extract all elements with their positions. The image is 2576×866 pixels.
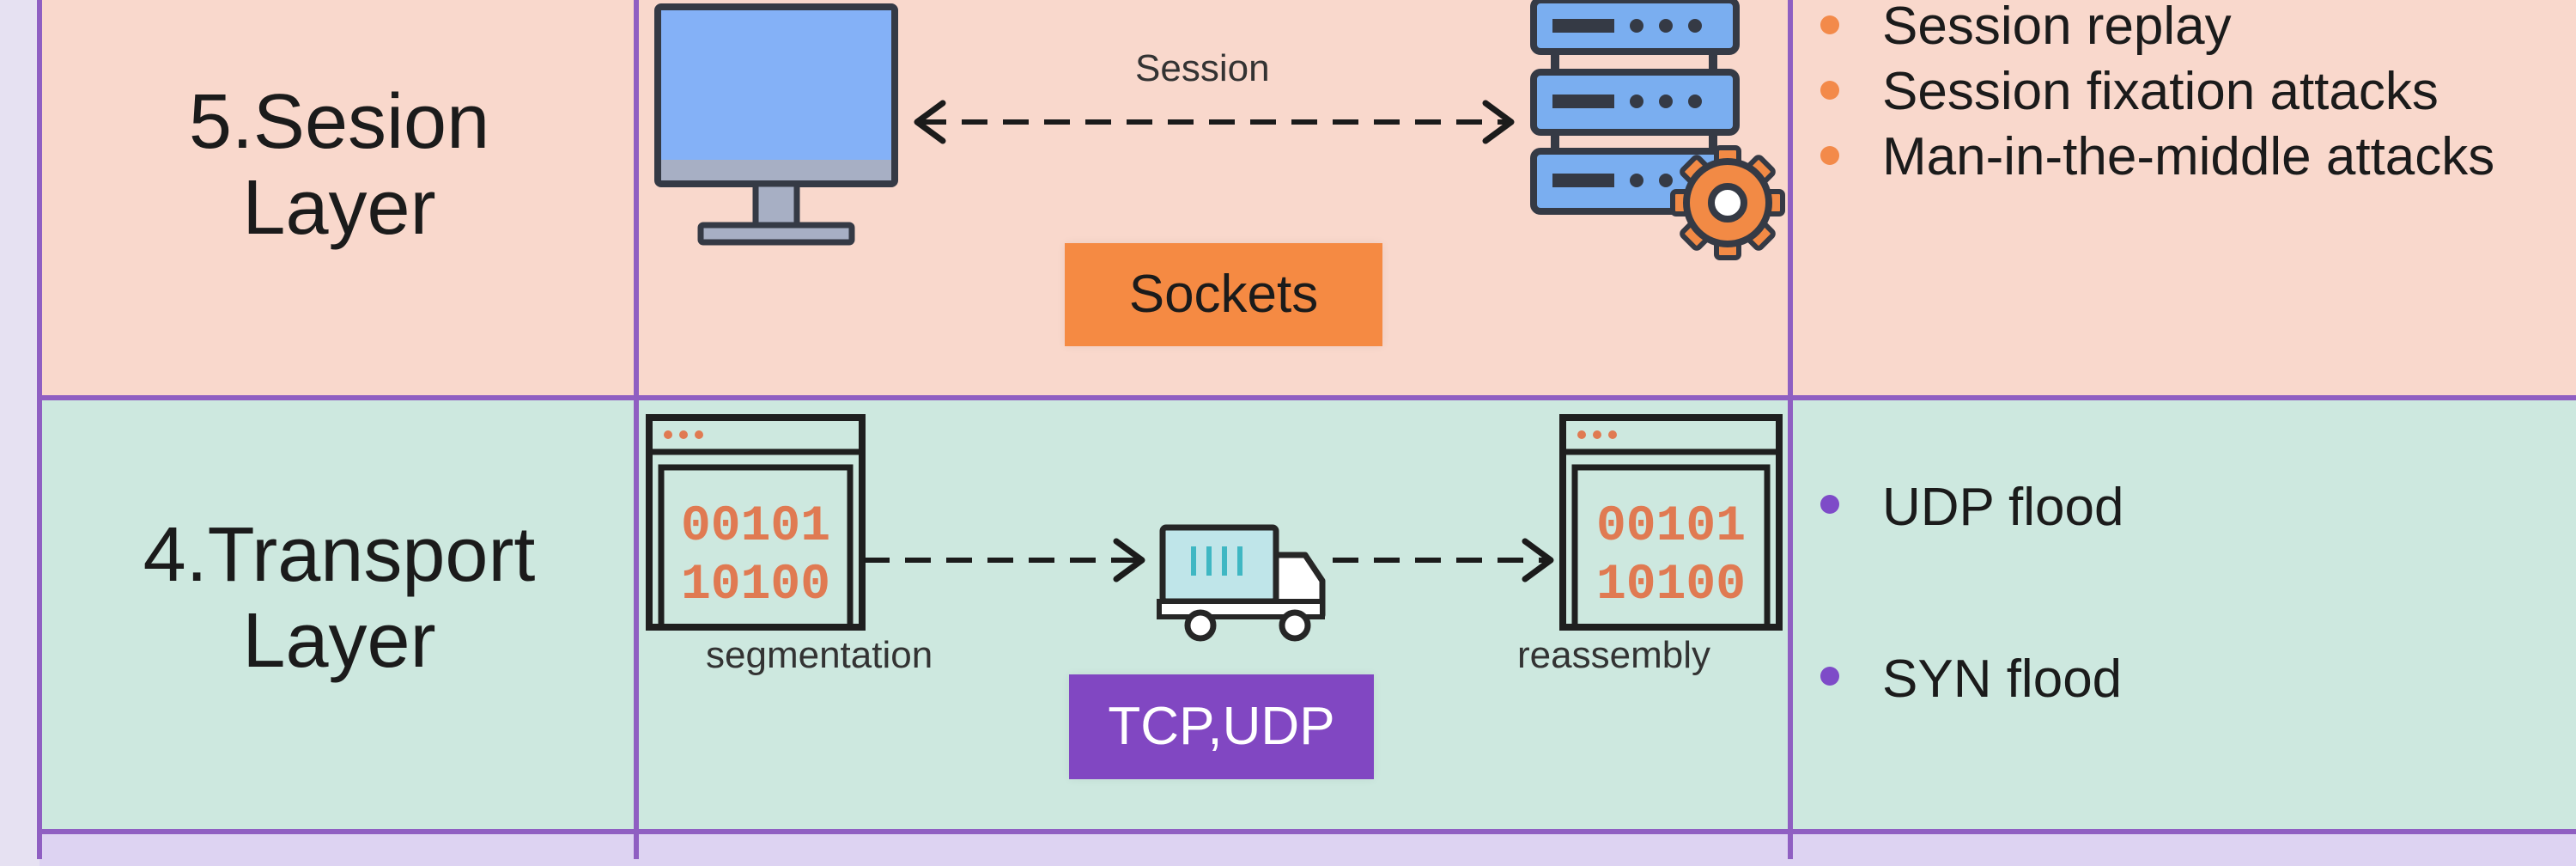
session-threats-list: Session replay Session fixation attacks … xyxy=(1803,0,2494,198)
reassembly-caption: reassembly xyxy=(1517,634,1710,676)
threat-item: UDP flood xyxy=(1803,481,2123,534)
reassembly-flow-arrow xyxy=(1333,538,1554,582)
session-connection-arrow xyxy=(914,100,1515,144)
layer-name-line2: Layer xyxy=(242,165,436,251)
threat-item: Session replay xyxy=(1803,0,2494,53)
bullet-icon xyxy=(1820,495,1839,514)
transport-layer-title: 4.Transport Layer xyxy=(45,512,634,684)
threat-label: Session replay xyxy=(1882,0,2232,56)
bullet-icon xyxy=(1820,146,1839,165)
threat-item: Session fixation attacks xyxy=(1803,65,2494,119)
layer-name-line1: 5.Sesion xyxy=(188,79,490,165)
row-divider xyxy=(39,395,2576,400)
bullet-icon xyxy=(1820,667,1839,686)
row-divider xyxy=(39,829,2576,834)
threat-label: Man-in-the-middle attacks xyxy=(1882,127,2495,186)
session-layer-title: 5.Sesion Layer xyxy=(45,79,634,251)
binary-line1: 00101 xyxy=(681,499,830,555)
column-divider xyxy=(1788,0,1793,859)
threat-label: Session fixation attacks xyxy=(1882,62,2439,121)
server-with-gear-icon xyxy=(1530,0,1785,260)
computer-monitor-icon xyxy=(654,3,898,246)
threat-item: Man-in-the-middle attacks xyxy=(1803,131,2494,184)
threat-label: SYN flood xyxy=(1882,650,2123,709)
transport-threats-list: UDP flood SYN flood xyxy=(1803,481,2123,826)
column-divider xyxy=(37,0,42,859)
threat-label: UDP flood xyxy=(1882,478,2124,537)
layer-name-line1: 4.Transport xyxy=(143,512,536,598)
threat-item: SYN flood xyxy=(1803,653,2123,706)
session-connection-label: Session xyxy=(1135,47,1270,89)
layer-name-line2: Layer xyxy=(242,598,436,684)
binary-line1: 00101 xyxy=(1596,499,1746,555)
bullet-icon xyxy=(1820,15,1839,34)
binary-line2: 10100 xyxy=(681,558,830,613)
binary-line2: 10100 xyxy=(1596,558,1746,613)
binary-window-icon: 00101 10100 xyxy=(646,414,866,631)
transport-protocols-badge: TCP,UDP xyxy=(1069,674,1374,779)
column-divider xyxy=(634,0,639,859)
binary-window-icon: 00101 10100 xyxy=(1559,414,1783,631)
bullet-icon xyxy=(1820,81,1839,100)
segmentation-caption: segmentation xyxy=(706,634,933,676)
session-protocols-badge: Sockets xyxy=(1065,243,1382,346)
segment-flow-arrow xyxy=(864,538,1145,582)
delivery-truck-icon xyxy=(1157,524,1326,642)
